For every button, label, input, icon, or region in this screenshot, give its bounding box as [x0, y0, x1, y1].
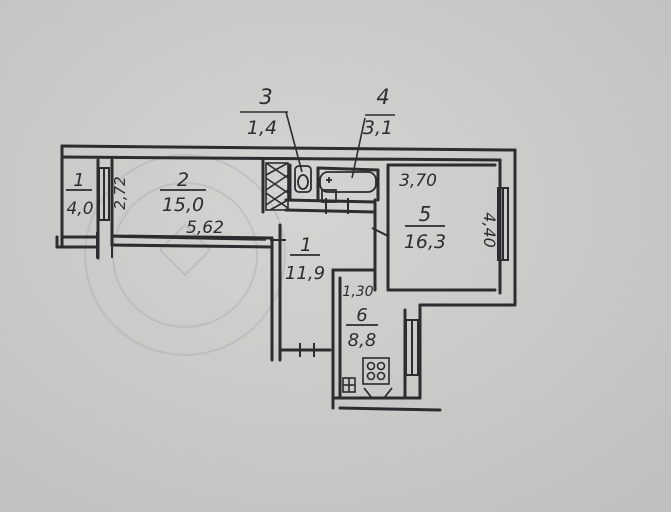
callout-leaders [240, 111, 395, 179]
callout-4-area: 3,1 [363, 117, 393, 139]
room-2-length-dimension: 5,62 [186, 218, 224, 238]
bathtub-icon [319, 171, 377, 203]
kitchen-sink-icon [363, 387, 393, 399]
room-2-number: 2 [177, 169, 189, 191]
room-2-height-dimension: 2,72 [111, 176, 129, 209]
room-hall-number: 1 [300, 234, 312, 256]
callout-4-number: 4 [376, 85, 389, 109]
room-5-length-dimension: 4,40 [480, 212, 499, 248]
room-6-area: 8,8 [348, 330, 377, 351]
room-small-number: 1 [73, 170, 84, 191]
window-marks [96, 167, 509, 376]
door-marks [270, 198, 389, 357]
stove-icon [362, 357, 390, 385]
faded-stamp [84, 154, 286, 356]
room-small-area: 4,0 [66, 199, 93, 219]
room-5-area: 16,3 [404, 231, 446, 253]
fraction-bars [66, 189, 445, 326]
callout-3-number: 3 [259, 85, 272, 109]
ventilation-shaft [265, 162, 289, 211]
callout-3-area: 1,4 [247, 117, 277, 139]
room-5-number: 5 [419, 202, 432, 226]
room-6-number: 6 [356, 305, 367, 326]
toilet-icon [294, 165, 312, 193]
kitchen-width-dimension: 1,30 [342, 284, 373, 300]
dimension-line [115, 236, 267, 241]
room-2-area: 15,0 [162, 194, 204, 216]
sink-icon [342, 377, 356, 393]
room-hall-area: 11,9 [285, 263, 325, 284]
room-5-width-dimension: 3,70 [399, 171, 437, 191]
